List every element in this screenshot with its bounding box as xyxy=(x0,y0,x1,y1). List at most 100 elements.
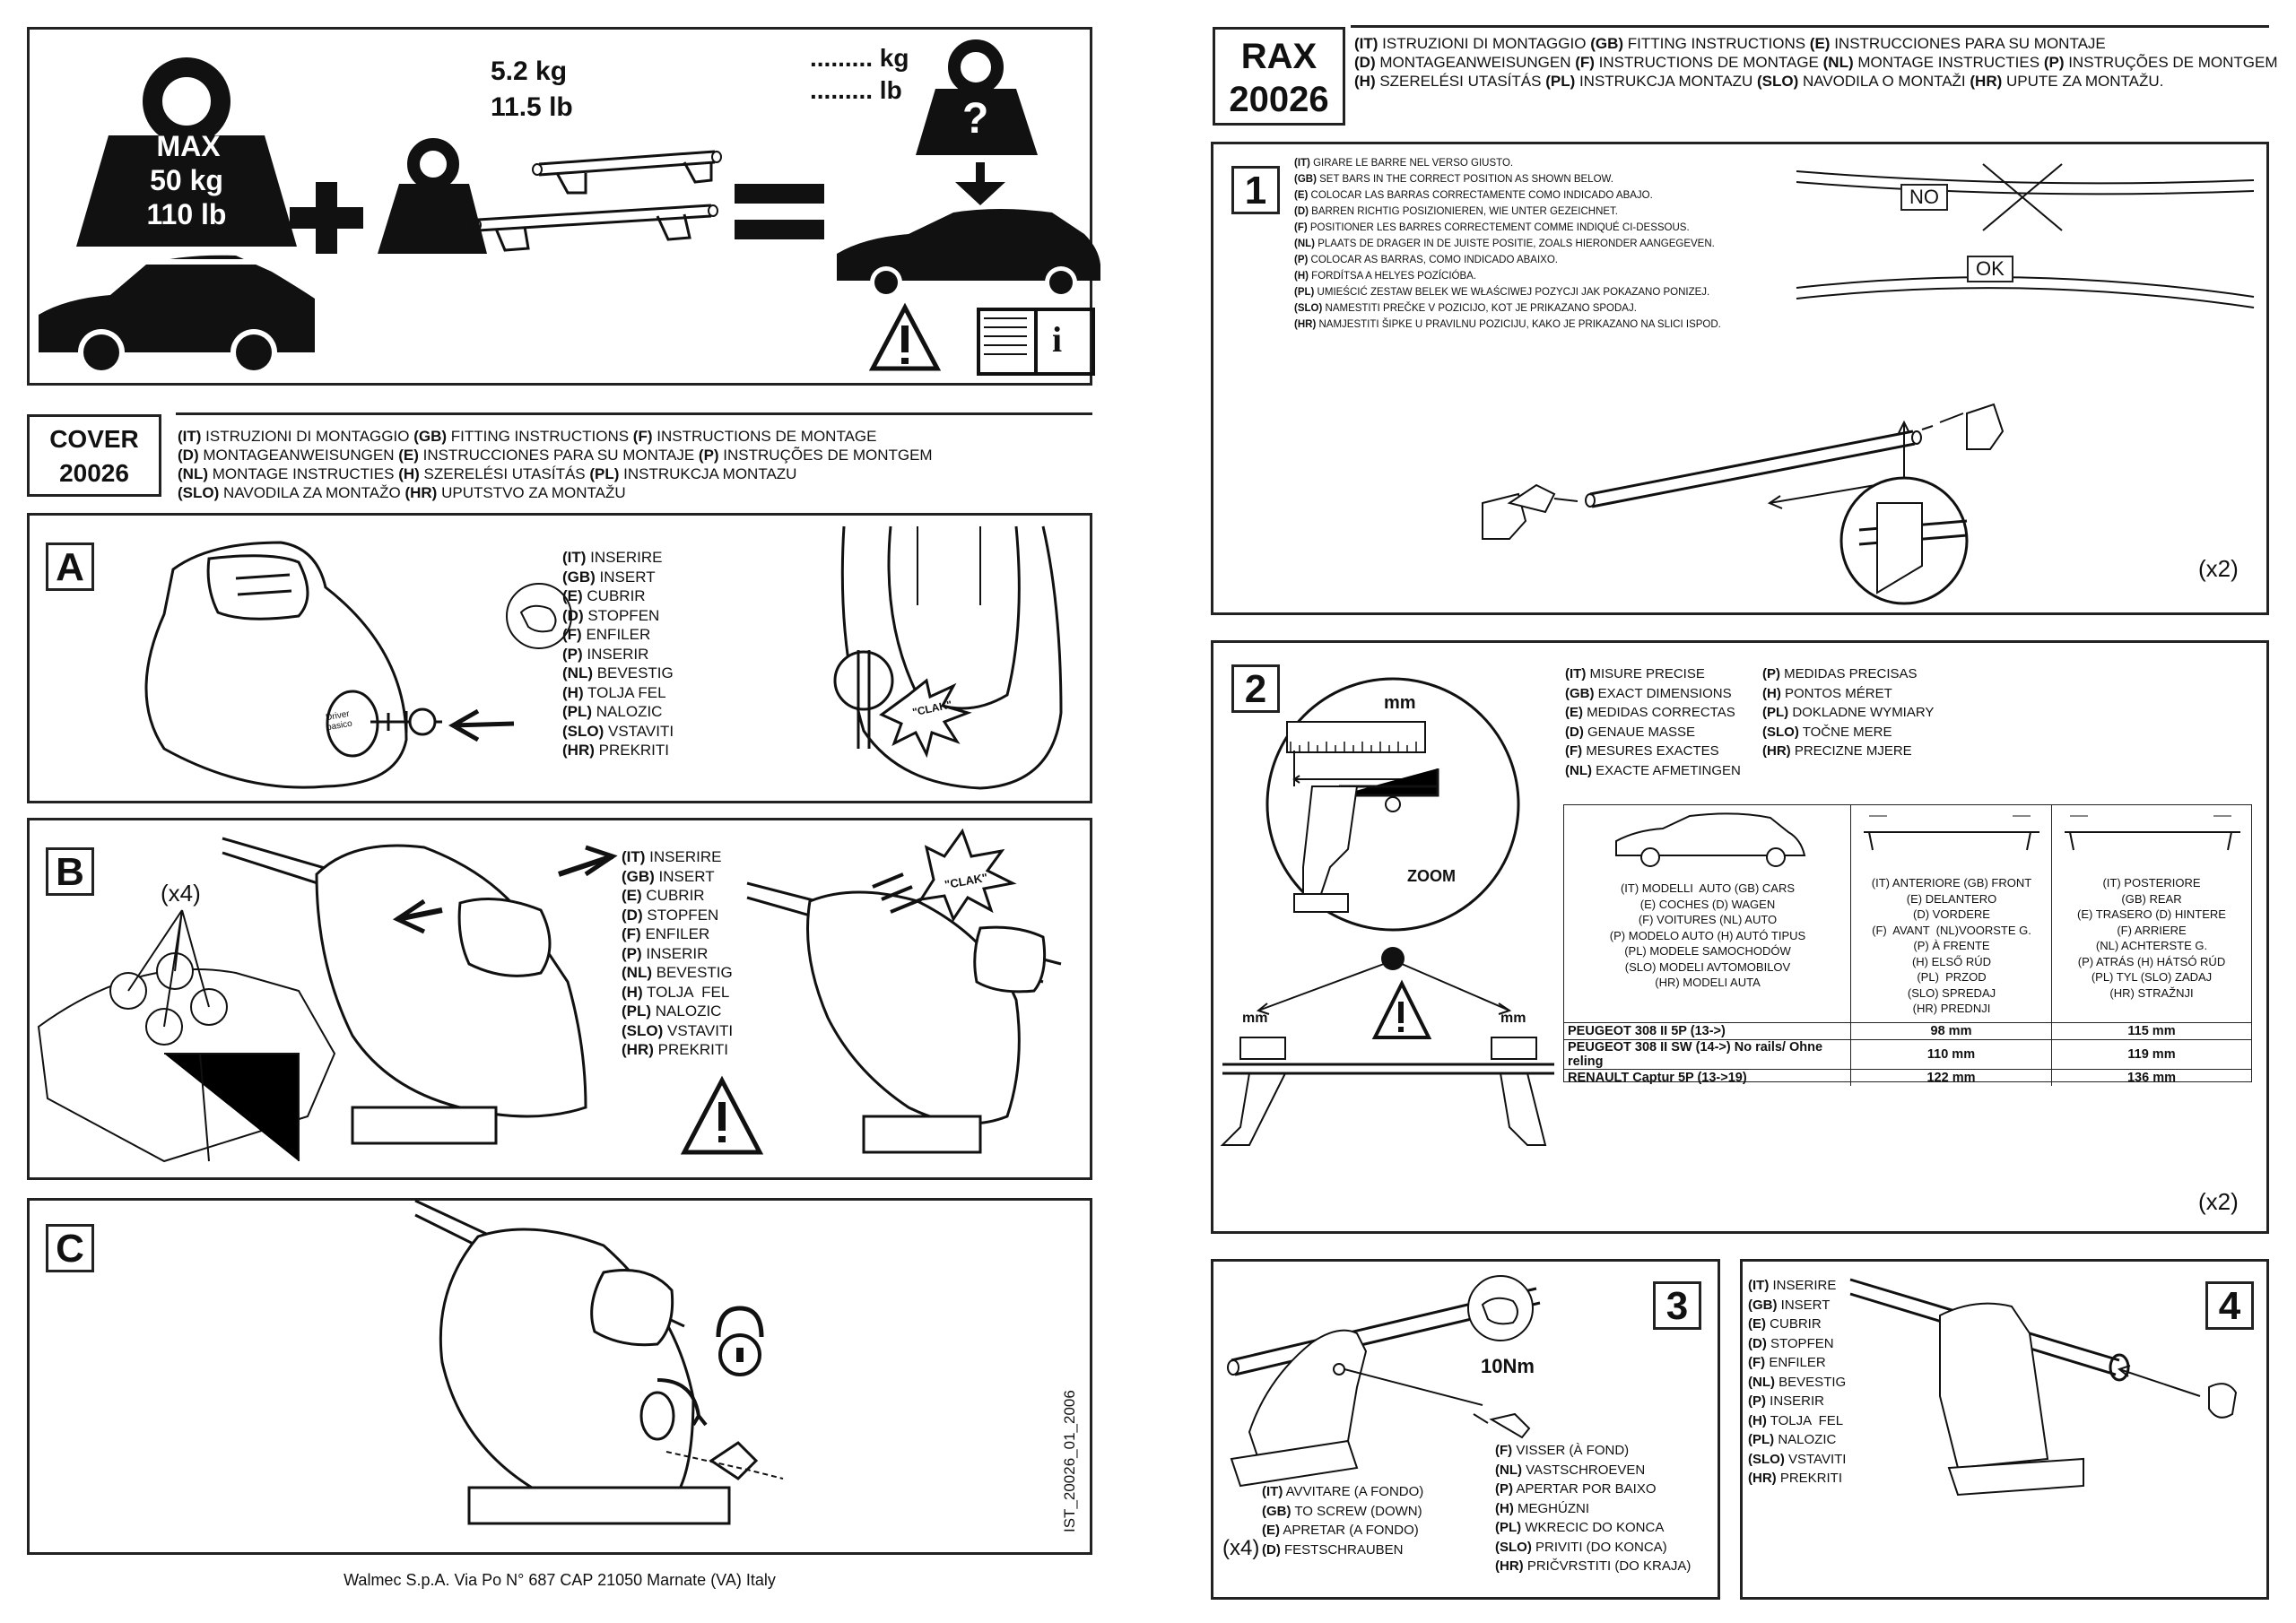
list-item: (PL) NALOZIC xyxy=(1748,1430,1846,1450)
lang-text: STOPFEN xyxy=(642,906,719,924)
lang-code: (HR) xyxy=(404,484,438,501)
rax-header-rule xyxy=(1351,25,2269,28)
list-item: (P) MEDIDAS PRECISAS xyxy=(1762,664,1934,684)
head-line: (HR) MODELI AUTA xyxy=(1655,976,1761,989)
lang-code: (SLO) xyxy=(1762,724,1799,740)
list-item: (HR) PREKRITI xyxy=(562,741,674,760)
list-item: (SLO) PRIVITI (DO KONCA) xyxy=(1495,1538,1691,1558)
lang-text: VSTAVITI xyxy=(663,1021,734,1039)
cell-model: RENAULT Captur 5P (13->19) xyxy=(1564,1070,1851,1086)
lang-code: (HR) xyxy=(562,742,595,759)
cover-title-line2: 20026 xyxy=(59,459,129,487)
lang-code: (NL) xyxy=(178,465,208,482)
question-mark: ? xyxy=(962,95,989,143)
head-line: (IT) ANTERIORE (GB) FRONT xyxy=(1871,876,2032,890)
lang-text: MESURES EXACTES xyxy=(1582,743,1719,759)
list-item: (PL) NALOZIC xyxy=(562,702,674,722)
head-line: (E) COCHES (D) WAGEN xyxy=(1639,897,1776,911)
lang-text: UPUTSTVO ZA MONTAŽU xyxy=(437,484,626,501)
list-item: (SLO) VSTAVITI xyxy=(622,1021,733,1041)
panel-a-letter: A xyxy=(46,542,94,591)
lang-code: (NL) xyxy=(622,964,652,981)
lang-text: INSTRUKCJA MONTAZU xyxy=(1575,73,1757,90)
step-4-panel: 4 (IT) INSERIRE(GB) INSERT(E) CUBRIR(D) … xyxy=(1740,1259,2269,1600)
result-lb: ......... lb xyxy=(810,76,902,104)
list-item: (D) FESTSCHRAUBEN xyxy=(1262,1541,1423,1560)
lang-code: (E) xyxy=(1809,35,1831,52)
lang-text: ISTRUZIONI DI MONTAGGIO xyxy=(201,428,414,445)
lang-code: (F) xyxy=(1575,54,1595,71)
lang-text: INSERIR xyxy=(1766,1393,1825,1409)
step-3-instructions-right: (F) VISSER (À FOND)(NL) VASTSCHROEVEN(P)… xyxy=(1495,1441,1691,1576)
list-item: (SLO) VSTAVITI xyxy=(562,722,674,742)
list-item: (F) ENFILER xyxy=(622,924,733,944)
lang-text: INSTRUCCIONES PARA SU MONTAJE xyxy=(1830,35,2106,52)
step-2-mm-left: mm xyxy=(1242,1011,1268,1026)
lang-code: (E) xyxy=(398,447,419,464)
list-item: (NL) BEVESTIG xyxy=(1748,1373,1846,1393)
step-2-illustration xyxy=(1220,677,1554,1146)
table-head-rear-text: (IT) POSTERIORE(GB) REAR(E) TRASERO (D) … xyxy=(2052,875,2251,1001)
lang-text: VISSER (À FOND) xyxy=(1512,1443,1630,1458)
lang-text: INSERT xyxy=(595,568,656,586)
lang-text: MONTAGEANWEISUNGEN xyxy=(1375,54,1576,71)
lang-code: (H) xyxy=(562,683,584,701)
bars-weight-lb: 11.5 lb xyxy=(491,92,573,122)
lang-code: (H) xyxy=(1294,271,1309,282)
lang-text: PREKRITI xyxy=(594,742,670,759)
lang-code: (H) xyxy=(1354,73,1376,90)
lang-text: VASTSCHROEVEN xyxy=(1522,1462,1646,1478)
lang-text: INSTRUÇÕES DE MONTGEM xyxy=(2064,54,2278,71)
panel-c-illustration xyxy=(414,1199,784,1525)
lang-code: (SLO) xyxy=(1756,73,1799,90)
lang-text: FESTSCHRAUBEN xyxy=(1280,1541,1404,1558)
lang-text: SET BARS IN THE CORRECT POSITION AS SHOW… xyxy=(1316,174,1613,185)
list-item: (P) COLOCAR AS BARRAS, COMO INDICADO ABA… xyxy=(1294,252,1721,268)
step-1-illustration xyxy=(1482,163,2255,605)
lang-code: (F) xyxy=(1748,1355,1766,1370)
cell-rear: 136 mm xyxy=(2126,1071,2176,1085)
lang-code: (F) xyxy=(562,626,582,643)
list-item: (GB) INSERT xyxy=(1748,1296,1846,1315)
head-line: (P) ATRÁS (H) HÁTSÓ RÚD xyxy=(2077,954,2226,968)
list-item: (D) STOPFEN xyxy=(1748,1334,1846,1354)
list-item: (H) TOLJA FEL xyxy=(1748,1411,1846,1431)
list-item: (E) CUBRIR xyxy=(622,886,733,906)
lang-text: INSERT xyxy=(1777,1297,1831,1313)
head-line: (H) ELSŐ RÚD xyxy=(1911,954,1992,968)
lang-text: NALOZIC xyxy=(1774,1432,1837,1447)
lang-code: (P) xyxy=(698,447,719,464)
lang-text: CUBRIR xyxy=(582,587,646,604)
lang-code: (PL) xyxy=(562,703,593,720)
header-line: (D) MONTAGEANWEISUNGEN (F) INSTRUCTIONS … xyxy=(1354,53,2278,72)
rax-header-languages: (IT) ISTRUZIONI DI MONTAGGIO (GB) FITTIN… xyxy=(1354,34,2278,91)
cover-title-line1: COVER xyxy=(49,425,139,453)
lang-text: PREKRITI xyxy=(1776,1471,1843,1486)
list-item: (F) ENFILER xyxy=(1748,1353,1846,1373)
manufacturer-footer: Walmec S.p.A. Via Po N° 687 CAP 21050 Ma… xyxy=(344,1571,776,1589)
lang-code: (H) xyxy=(398,465,420,482)
lang-text: MEGHÚZNI xyxy=(1513,1500,1589,1516)
list-item: (H) FORDÍTSA A HELYES POZÍCIÓBA. xyxy=(1294,268,1721,284)
lang-text: NAMJESTITI ŠIPKE U PRAVILNU POZICIJU, KA… xyxy=(1316,319,1721,330)
lang-text: APRETAR (A FONDO) xyxy=(1280,1523,1419,1538)
lang-code: (HR) xyxy=(1970,73,2003,90)
lang-text: FITTING INSTRUCTIONS xyxy=(1623,35,1810,52)
list-item: (HR) NAMJESTITI ŠIPKE U PRAVILNU POZICIJ… xyxy=(1294,317,1721,333)
step-3-torque: 10Nm xyxy=(1481,1355,1535,1377)
lang-code: (E) xyxy=(622,887,642,904)
lang-text: POSITIONER LES BARRES CORRECTEMENT COMME… xyxy=(1307,222,1690,233)
step-2-dimensions-left: (IT) MISURE PRECISE(GB) EXACT DIMENSIONS… xyxy=(1565,664,1741,780)
lang-text: PRIČVRSTITI (DO KRAJA) xyxy=(1523,1558,1692,1574)
step-2-mm-right: mm xyxy=(1500,1011,1526,1026)
step-3-panel: 3 10Nm (IT) AVVITARE (A FONDO)(GB) TO SC… xyxy=(1211,1259,1720,1600)
lang-text: TOLJA FEL xyxy=(583,683,666,701)
lang-code: (IT) xyxy=(1262,1484,1283,1499)
header-line: (IT) ISTRUZIONI DI MONTAGGIO (GB) FITTIN… xyxy=(1354,34,2278,53)
lang-code: (P) xyxy=(622,944,642,962)
list-item: (PL) WKRECIC DO KONCA xyxy=(1495,1518,1691,1538)
head-line: (SLO) MODELI AVTOMOBILOV xyxy=(1624,959,1791,974)
lang-code: (E) xyxy=(1262,1523,1280,1538)
